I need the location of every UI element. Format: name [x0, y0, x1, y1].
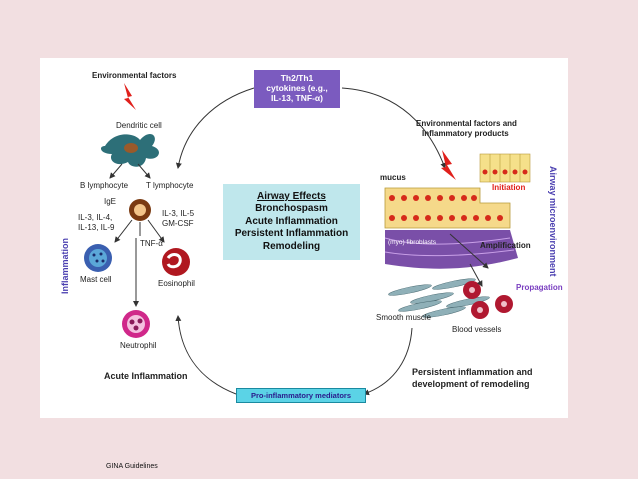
pro-inflammatory-mediators-box: Pro-inflammatory mediators	[236, 388, 366, 403]
env-products-line-2: Inflammatory products	[422, 129, 509, 138]
myofibroblasts-label: (myo) fibroblasts	[388, 239, 437, 246]
initiation-label: Initiation	[492, 183, 526, 192]
epithelium-layer-icon	[384, 187, 511, 229]
il-left-line-1: IL-3, IL-4,	[78, 213, 113, 222]
lightning-icon-left	[124, 83, 136, 110]
mast-cell-icon	[84, 244, 112, 272]
environmental-factors-label: Environmental factors	[92, 71, 177, 80]
neutrophil-label: Neutrophil	[120, 341, 157, 350]
airway-effects-box: Airway Effects Bronchospasm Acute Inflam…	[223, 184, 360, 260]
eosinophil-label: Eosinophil	[158, 279, 195, 288]
airway-microenvironment-vertical-label: Airway microenvironment	[548, 166, 558, 277]
t-lymphocyte-label: T lymphocyte	[146, 181, 194, 190]
env-products-line-1: Environmental factors and	[416, 119, 517, 128]
mast-cell-label: Mast cell	[80, 275, 112, 284]
ige-label: IgE	[104, 197, 117, 206]
footer-source: GINA Guidelines	[106, 463, 158, 470]
th-box-line-3: IL-13, TNF-α)	[271, 92, 323, 103]
effect-item: Persistent Inflammation	[234, 228, 349, 240]
tnf-label: TNF-α	[140, 239, 163, 248]
persistent-line-2: development of remodeling	[412, 379, 530, 389]
diagram-graphics	[84, 83, 531, 396]
dendritic-cell-label: Dendritic cell	[116, 121, 162, 130]
cycle-arc-bottom-left	[175, 315, 237, 395]
smooth-muscle-icon	[388, 278, 490, 318]
th-cytokines-box: Th2/Th1 cytokines (e.g., IL-13, TNF-α)	[254, 70, 340, 108]
il-right-line-2: GM-CSF	[162, 219, 194, 228]
il-right-line-1: IL-3, IL-5	[162, 209, 195, 218]
cycle-arc-bottom-right	[363, 327, 413, 396]
th-box-line-2: cytokines (e.g.,	[266, 83, 328, 94]
smooth-muscle-label: Smooth muscle	[376, 313, 432, 322]
amplification-label: Amplification	[480, 241, 531, 250]
eosinophil-icon	[162, 248, 190, 276]
il-left-line-2: IL-13, IL-9	[78, 223, 115, 232]
cycle-arc-top-left	[175, 87, 255, 169]
th-box-line-1: Th2/Th1	[280, 73, 314, 84]
b-lymphocyte-label: B lymphocyte	[80, 181, 129, 190]
inflammation-vertical-label: Inflammation	[60, 237, 70, 294]
acute-inflammation-label: Acute Inflammation	[104, 371, 188, 381]
diagram-slide: Th2/Th1 cytokines (e.g., IL-13, TNF-α) A…	[40, 58, 568, 418]
blood-vessels-icon	[463, 281, 513, 319]
dendritic-cell-icon	[100, 133, 159, 167]
blood-vessels-label: Blood vessels	[452, 325, 502, 334]
mucus-label: mucus	[380, 173, 406, 182]
airway-effects-title: Airway Effects	[257, 190, 326, 202]
lightning-icon-right	[441, 150, 456, 180]
cycle-arc-top-right	[341, 87, 447, 169]
b-lymphocyte-icon	[129, 199, 151, 221]
submucosa-layer-icon	[385, 230, 518, 269]
propagation-label: Propagation	[516, 283, 563, 292]
neutrophil-icon	[122, 310, 150, 338]
epithelium-top-icon	[479, 153, 531, 183]
effect-item: Acute Inflammation	[245, 215, 338, 227]
persistent-line-1: Persistent inflammation and	[412, 367, 533, 377]
effect-item: Bronchospasm	[255, 203, 328, 215]
effect-item: Remodeling	[262, 240, 321, 252]
